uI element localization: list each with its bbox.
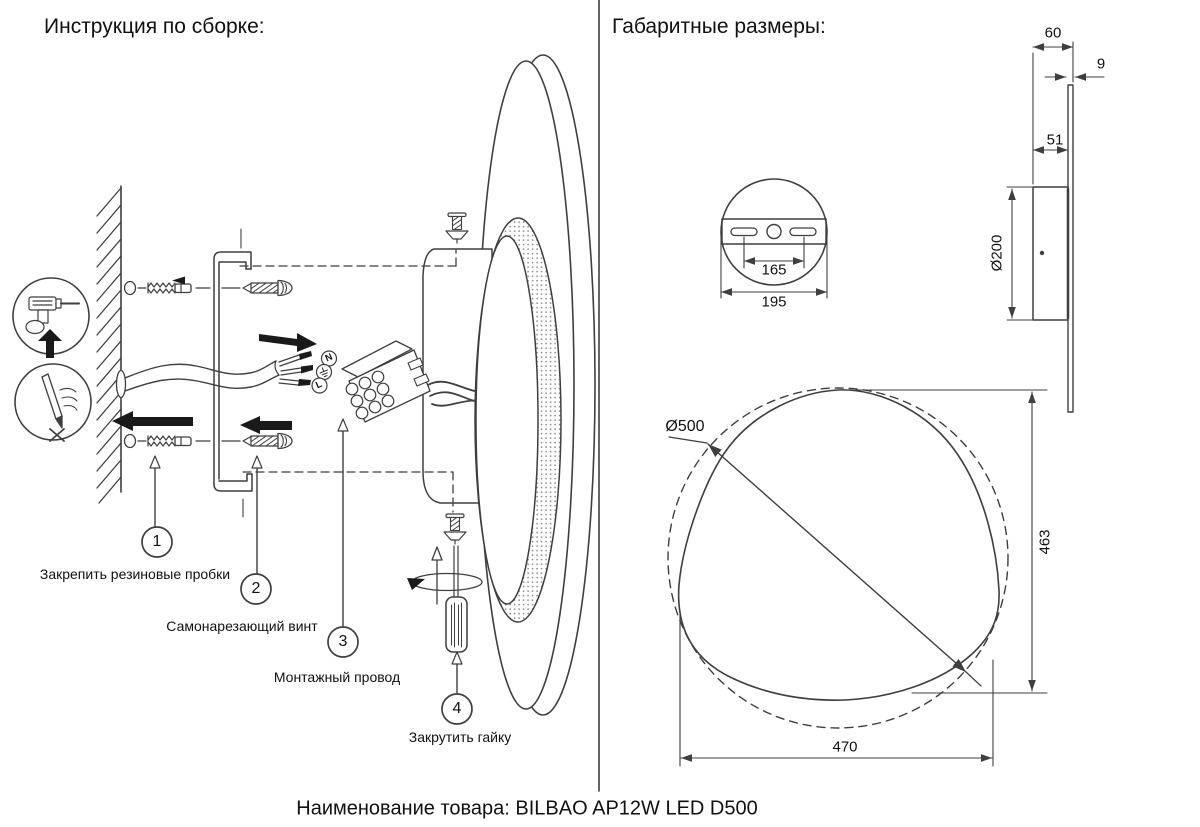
countersunk-screw-bottom [443, 513, 467, 545]
earth-ground-icon [319, 367, 329, 378]
side-view [1006, 41, 1105, 413]
lamp-outline [677, 389, 1000, 701]
power-cable [115, 351, 313, 399]
dim-463 [855, 389, 1048, 694]
dim-label-195: 195 [761, 293, 787, 311]
step-label-2: Самонарезающий винт [166, 618, 318, 634]
terminal-block [341, 340, 431, 423]
tapping-screw [242, 279, 293, 297]
dim-470 [679, 609, 994, 767]
wire-marker-circles [311, 350, 338, 394]
dim-label-60: 60 [1044, 24, 1062, 42]
step-number-1: 1 [152, 533, 162, 550]
locking-nut-assembly [407, 545, 483, 653]
dim-label-470: 470 [832, 738, 858, 756]
led-ring [474, 217, 562, 623]
step-leaders [141, 418, 473, 725]
bracket-plate-view [720, 178, 828, 299]
left-section-title: Инструкция по сборке: [44, 15, 265, 38]
step-circle-4 [441, 693, 473, 725]
drill-icon [25, 296, 80, 335]
diameter-line [707, 443, 967, 673]
long-nut [445, 596, 468, 653]
dashed-circle-500 [667, 387, 1009, 729]
dim-label-463: 463 [1036, 529, 1054, 555]
pencil-mark-icon [41, 373, 78, 442]
wall-plug [147, 282, 192, 294]
step-number-4: 4 [452, 700, 462, 717]
dim-195 [720, 237, 828, 299]
step-label-3: Монтажный провод [273, 669, 401, 685]
front-view [667, 387, 1048, 767]
dim-label-51: 51 [1046, 131, 1064, 149]
mark-callout [14, 363, 92, 442]
step-number-2: 2 [251, 580, 261, 597]
countersunk-screw-top [445, 212, 469, 244]
direction-arrow-left-wall-icon [112, 411, 193, 431]
dim-165 [743, 236, 805, 269]
right-section-title: Габаритные размеры: [612, 15, 826, 38]
step-circle-1 [141, 526, 173, 558]
wall-hatching [96, 185, 122, 504]
dim-60 [1032, 41, 1074, 185]
dim-200 [1006, 186, 1033, 321]
dim-label-200: Ø200 [988, 234, 1006, 272]
step-number-3: 3 [338, 633, 348, 650]
step-circle-2 [240, 573, 272, 605]
drill-callout [12, 277, 90, 358]
product-name: Наименование товара: BILBAO AP12W LED D5… [296, 797, 758, 820]
insert-arrow-small-icon [172, 276, 185, 285]
step-label-1: Закрепить резиновые пробки [39, 566, 231, 582]
wall-anchor-row-bottom [123, 432, 293, 450]
step-circle-3 [327, 626, 359, 658]
up-arrow-icon [38, 329, 62, 358]
wire-ends [278, 351, 313, 386]
dim-label-9: 9 [1096, 55, 1106, 73]
rotation-arrow [411, 572, 483, 592]
step-label-4: Закрутить гайку [408, 729, 512, 745]
direction-arrow-right-icon [259, 333, 317, 352]
dim-label-165: 165 [761, 261, 787, 279]
assembly-dashed-guides [239, 249, 457, 513]
wall-anchor-row-top [123, 279, 293, 297]
direction-arrow-left-bracket-icon [240, 416, 292, 434]
dim-label-500: Ø500 [665, 418, 705, 435]
